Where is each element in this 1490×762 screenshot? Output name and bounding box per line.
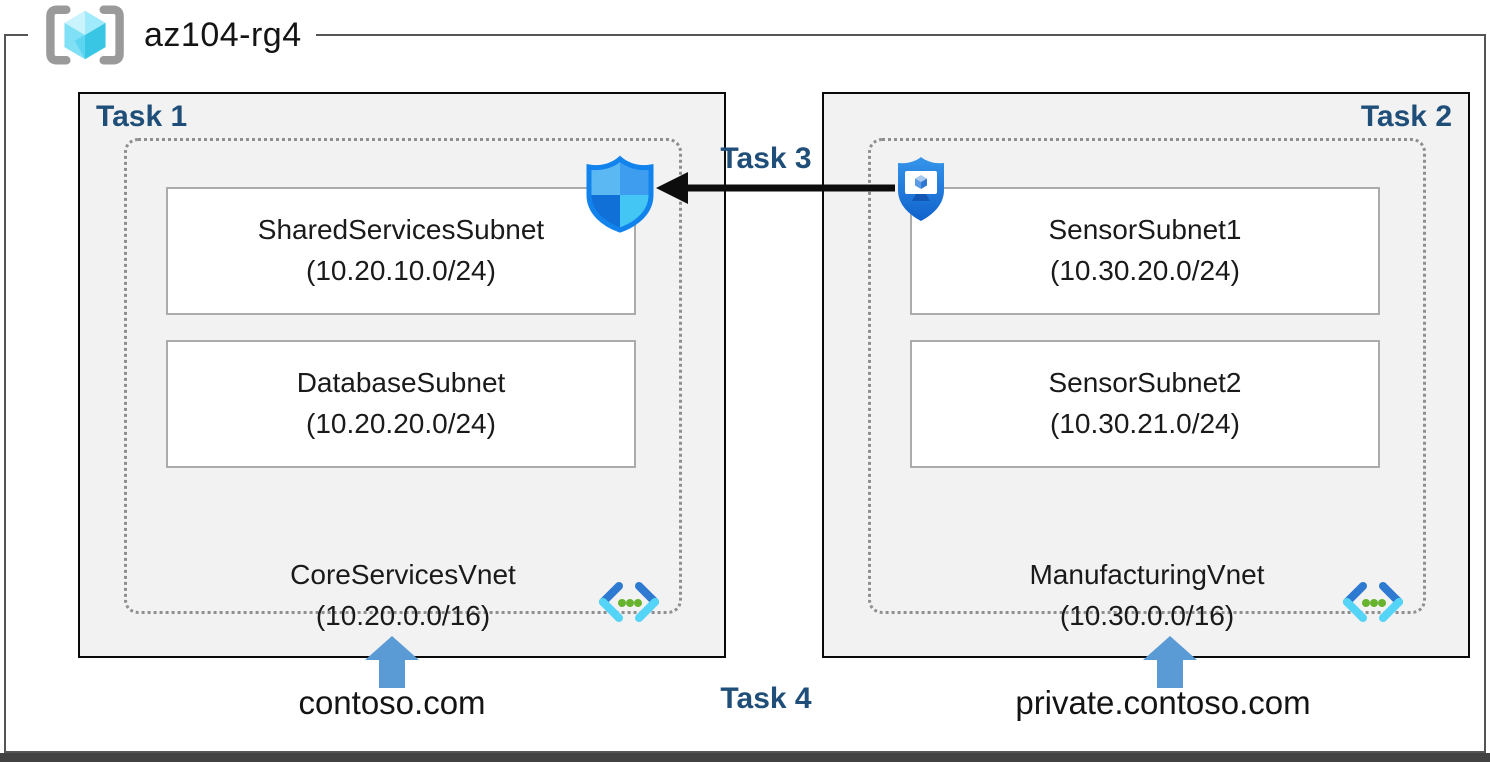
vnet-cidr: (10.20.0.0/16) xyxy=(315,599,491,631)
task2-label: Task 2 xyxy=(1360,100,1452,133)
dns-zone-label: contoso.com xyxy=(298,684,486,721)
subnet-name: SharedServicesSubnet xyxy=(257,214,545,246)
subnet-box: SensorSubnet1 (10.30.20.0/24) xyxy=(910,187,1380,315)
vnet-name: CoreServicesVnet xyxy=(290,559,516,590)
subnet-name: SensorSubnet1 xyxy=(1048,214,1242,246)
network-security-group-shield-icon xyxy=(586,155,654,233)
bottom-shadow-bar xyxy=(0,753,1490,762)
task3-label: Task 3 xyxy=(720,142,812,175)
task1-label: Task 1 xyxy=(96,100,188,133)
subnet-name: DatabaseSubnet xyxy=(296,367,506,399)
task3-arrow xyxy=(656,172,895,204)
task4-label: Task 4 xyxy=(720,682,812,715)
virtual-network-icon xyxy=(599,582,659,622)
subnet-box: DatabaseSubnet (10.20.20.0/24) xyxy=(166,340,636,468)
virtual-network-icon xyxy=(1343,582,1403,622)
application-security-group-shield-icon xyxy=(898,157,944,221)
subnet-box: SensorSubnet2 (10.30.21.0/24) xyxy=(910,340,1380,468)
resource-group-name: az104-rg4 xyxy=(144,15,302,54)
up-arrow-icon xyxy=(1143,636,1197,688)
vnet-cidr: (10.30.0.0/16) xyxy=(1059,599,1235,631)
resource-group-header: az104-rg4 xyxy=(28,0,316,70)
subnet-name: SensorSubnet2 xyxy=(1048,367,1242,399)
up-arrow-icon xyxy=(365,636,419,688)
dns-zone-label: private.contoso.com xyxy=(1015,684,1311,721)
subnet-cidr: (10.20.20.0/24) xyxy=(306,408,496,439)
subnet-box: SharedServicesSubnet (10.20.10.0/24) xyxy=(166,187,636,315)
manufacturing-vnet-area: ManufacturingVnet (10.30.0.0/16) xyxy=(868,138,1426,631)
subnet-cidr: (10.20.10.0/24) xyxy=(306,255,496,286)
core-services-vnet-area: CoreServicesVnet (10.20.0.0/16) xyxy=(124,138,682,631)
resource-group-icon xyxy=(46,5,124,65)
vnet-name-block: CoreServicesVnet (10.20.0.0/16) xyxy=(127,555,679,636)
vnet-name-block: ManufacturingVnet (10.30.0.0/16) xyxy=(871,555,1423,636)
vnet-name: ManufacturingVnet xyxy=(1029,559,1265,590)
subnet-cidr: (10.30.21.0/24) xyxy=(1050,408,1240,439)
subnet-cidr: (10.30.20.0/24) xyxy=(1050,255,1240,286)
